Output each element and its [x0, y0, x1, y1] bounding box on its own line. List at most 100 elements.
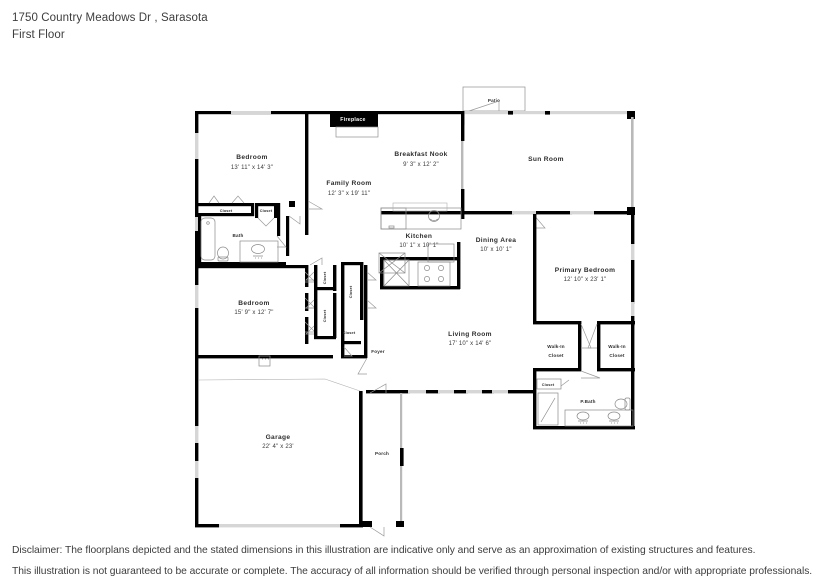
wall-kitchen-mid-top	[380, 257, 460, 261]
window-garage-left-2	[195, 461, 199, 478]
wall-closet-col2-top	[341, 262, 363, 266]
bath-vanity-fixture	[239, 240, 279, 263]
hall-door-swing	[276, 235, 287, 248]
window-primary-2	[631, 302, 635, 316]
wall-closet-col2-right	[360, 262, 364, 320]
closet-foyer-door	[343, 346, 353, 357]
wall-bath-right-2	[286, 216, 290, 256]
fireplace-hearth	[335, 126, 379, 138]
toilet-bowl-icon	[217, 246, 229, 260]
corner-top-right	[627, 111, 635, 119]
wall-closet-bedroom1-top	[198, 203, 254, 207]
wall-closet-small-top	[255, 203, 277, 207]
wall-walkin1-top	[533, 321, 581, 325]
kitchen-sink-icon	[428, 210, 440, 222]
disclaimer-line-1: Disclaimer: The floorplans depicted and …	[12, 545, 756, 556]
closet-pbath-door	[560, 379, 570, 387]
wall-primary-left	[533, 214, 537, 324]
walkin2-door-swing	[587, 323, 598, 349]
wall-nook-right-1	[461, 111, 465, 141]
wall-bedroom2-top	[198, 265, 308, 269]
kitchen-label: Kitchen	[406, 233, 433, 240]
wall-primary-right-2	[631, 260, 635, 304]
shower-door-icon	[540, 397, 556, 423]
wall-living-bottom-3	[454, 390, 468, 394]
living-room-label: Living Room	[448, 331, 492, 338]
window-bedroom2-left	[195, 285, 199, 309]
wall-sunroom-bottom-3	[594, 211, 635, 215]
wall-sunroom-bottom-1	[464, 211, 514, 215]
garage-door	[219, 524, 340, 528]
pbath-toilet-bowl-icon	[614, 398, 628, 410]
kitchen-dimensions: 10' 1" x 10' 1"	[399, 243, 438, 249]
foyer-door-swing	[357, 357, 368, 375]
opening-living-4	[492, 390, 510, 394]
pbath-toilet-tank-icon	[624, 397, 631, 411]
range-icon	[417, 261, 451, 287]
opening-sunroom-1	[512, 211, 538, 215]
closet-small-door	[257, 217, 275, 227]
dining-area-label: Dining Area	[476, 237, 517, 244]
burner-1-icon	[424, 265, 430, 271]
wall-walkin1-right	[578, 321, 582, 371]
window-nook-top	[464, 111, 510, 115]
tub-drain-icon	[206, 221, 210, 225]
garage-wall-left-3	[195, 478, 199, 527]
wall-walkin2-right	[631, 321, 635, 371]
closet-mid-door-3	[305, 325, 315, 335]
bath-door-swing	[288, 215, 301, 225]
wall-kitchen-bottom	[380, 286, 460, 290]
window-bath-left	[195, 217, 199, 231]
window-sunroom-top-2	[550, 111, 631, 115]
wall-bedroom2-bottom	[198, 355, 333, 359]
opening-living-3	[466, 390, 484, 394]
opening-living-2	[438, 390, 456, 394]
closet-mid-door-2	[305, 299, 315, 309]
utility-x-icon	[378, 252, 406, 274]
exterior-wall-left-5	[195, 308, 199, 363]
wall-closet-col1-mid	[314, 287, 336, 291]
wall-closet-col1-bottom	[314, 336, 336, 340]
garage-label: Garage	[266, 434, 291, 441]
burner-3-icon	[424, 276, 430, 282]
opening-living-1	[408, 390, 428, 394]
family-room-door-swing	[307, 200, 324, 210]
property-address: 1750 Country Meadows Dr , Sarasota	[12, 12, 208, 24]
toilet-tank-icon	[217, 256, 229, 262]
wall-pier-b	[545, 111, 550, 115]
burner-4-icon	[438, 276, 444, 282]
wall-nook-right-thin	[461, 141, 464, 189]
wall-kitchen-top	[381, 211, 461, 215]
exterior-wall-left-1	[195, 111, 199, 133]
wall-pier-a	[508, 111, 513, 115]
pbath-sink-1-icon	[576, 411, 590, 421]
window-garage-left-1	[195, 426, 199, 443]
kitchen-counter-left	[380, 207, 407, 230]
bedroom2-dimensions: 15' 9" x 12' 7"	[234, 310, 273, 316]
wall-bedroom1-right-low	[305, 201, 309, 235]
window-sunroom-top-1	[513, 111, 546, 115]
post-porch-bottom-left	[362, 521, 372, 527]
closet-pbath-box	[536, 378, 562, 390]
primary-bath-label: P.Bath	[580, 399, 595, 404]
wall-closet-small-right	[274, 203, 278, 218]
bedroom2-hall-door	[309, 257, 323, 266]
pbath-entry-door-swing	[580, 370, 601, 379]
bathtub-fixture	[200, 217, 216, 261]
porch-step-swing	[369, 526, 385, 537]
wall-closet-small-left	[255, 203, 259, 218]
dining-door-swing	[532, 213, 546, 229]
wall-living-bottom-1	[366, 390, 410, 394]
wall-bedroom1-right	[305, 114, 309, 201]
closet-mid-door-5	[366, 299, 377, 309]
pbath-vanity-fixture	[564, 409, 634, 427]
walk-in-closet-2-sublabel: Closet	[609, 353, 625, 358]
disclaimer-line-2: This illustration is not guaranteed to b…	[12, 566, 813, 577]
wall-kitchen-right	[457, 242, 461, 289]
window-primary-1	[631, 244, 635, 260]
wall-living-bottom-2	[426, 390, 440, 394]
garage-wall-right	[359, 391, 363, 527]
closet-mid-4-label: Closet	[343, 331, 356, 335]
wall-bath-bottom	[198, 262, 286, 266]
wall-bath-right-1	[277, 203, 281, 236]
